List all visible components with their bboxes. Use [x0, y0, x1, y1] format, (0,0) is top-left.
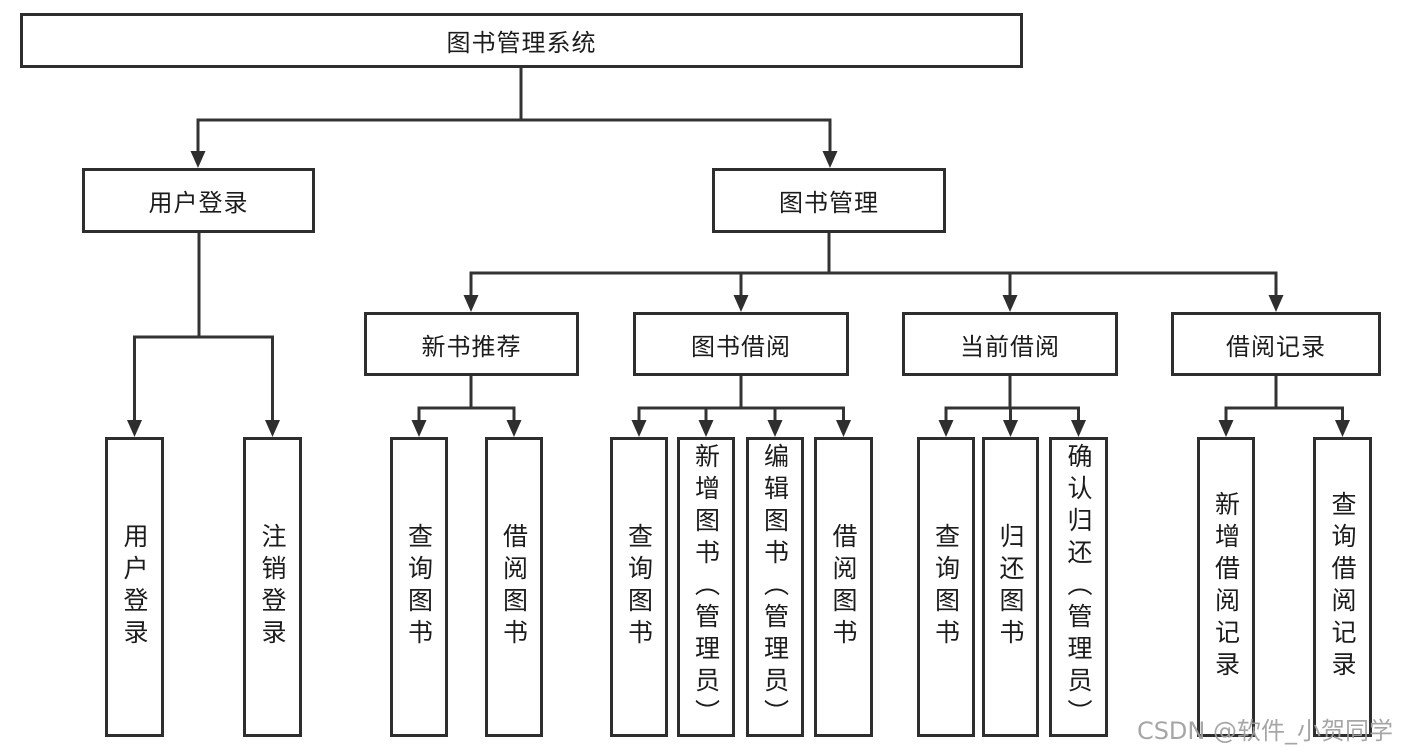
node-user-login: 用户登录	[82, 168, 315, 233]
leaf-cb-return-books: 归还图书	[982, 437, 1039, 737]
leaf-bb-query-books: 查询图书	[610, 437, 668, 737]
leaf-nbr-query-books: 查询图书	[390, 437, 448, 737]
leaf-user-login: 用户登录	[105, 437, 164, 737]
node-current-borrow: 当前借阅	[902, 312, 1118, 376]
leaf-cb-query-books: 查询图书	[917, 437, 975, 737]
node-root: 图书管理系统	[20, 13, 1023, 68]
node-book-borrow: 图书借阅	[633, 312, 849, 376]
leaf-bb-edit-books-admin: 编辑图书（管理员）	[746, 437, 804, 737]
node-borrow-records: 借阅记录	[1171, 312, 1381, 376]
watermark: CSDN @软件_小贺同学	[1136, 717, 1393, 745]
leaf-logout: 注销登录	[243, 437, 302, 737]
leaf-br-add-record: 新增借阅记录	[1197, 437, 1255, 737]
leaf-bb-borrow-books: 借阅图书	[814, 437, 873, 737]
node-book-management: 图书管理	[712, 168, 946, 233]
arrowheads	[127, 151, 1350, 437]
leaf-nbr-borrow-books: 借阅图书	[485, 437, 543, 737]
leaf-cb-confirm-return-admin: 确认归还（管理员）	[1049, 437, 1108, 737]
node-new-book-recommend: 新书推荐	[364, 312, 579, 376]
leaf-bb-add-books-admin: 新增图书（管理员）	[677, 437, 735, 737]
leaf-br-query-record: 查询借阅记录	[1313, 437, 1372, 737]
